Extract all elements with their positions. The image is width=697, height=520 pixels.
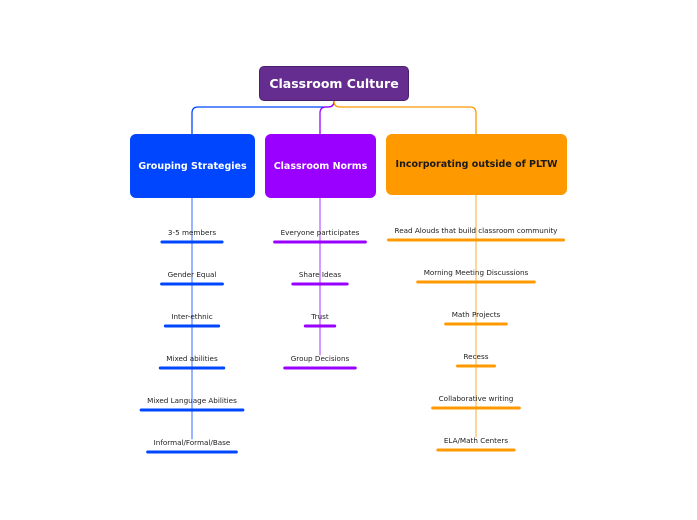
branch-classroom-norms[interactable]: Classroom Norms <box>265 134 376 198</box>
branch-label: Incorporating outside of PLTW <box>395 159 558 170</box>
leaf-topic[interactable]: Inter-ethnic <box>171 312 213 321</box>
root-branch-connector <box>319 100 335 135</box>
leaf-topic[interactable]: Mixed Language Abilities <box>147 396 237 405</box>
root-branch-connector <box>191 100 335 135</box>
leaf-topic[interactable]: Trust <box>311 312 329 321</box>
branch-grouping-strategies[interactable]: Grouping Strategies <box>130 134 255 198</box>
branch-incorporating-outside-of-pltw[interactable]: Incorporating outside of PLTW <box>386 134 567 195</box>
leaf-underlines <box>139 238 565 454</box>
root-topic-label: Classroom Culture <box>269 76 399 91</box>
leaf-topic[interactable]: Math Projects <box>451 310 501 319</box>
leaf-topic[interactable]: Group Decisions <box>290 354 350 363</box>
leaf-topic[interactable]: Everyone participates <box>280 228 360 237</box>
root-branch-connector <box>333 100 477 135</box>
branch-label: Classroom Norms <box>273 160 368 172</box>
leaf-topic[interactable]: Collaborative writing <box>438 394 514 403</box>
leaf-topic[interactable]: Informal/Formal/Base <box>153 438 231 447</box>
leaf-topic[interactable]: Share Ideas <box>298 270 342 279</box>
leaf-topic[interactable]: 3-5 members <box>167 228 217 237</box>
leaf-topic[interactable]: Read Alouds that build classroom communi… <box>394 226 558 235</box>
leaf-topic[interactable]: Morning Meeting Discussions <box>423 268 529 277</box>
leaf-topic[interactable]: Recess <box>463 352 489 361</box>
leaf-topic[interactable]: Gender Equal <box>167 270 217 279</box>
leaf-topic[interactable]: Mixed abilities <box>166 354 218 363</box>
branch-label: Grouping Strategies <box>138 160 247 172</box>
leaf-topic[interactable]: ELA/Math Centers <box>443 436 509 445</box>
root-topic-classroom-culture[interactable]: Classroom Culture <box>259 66 409 101</box>
connector-lines <box>191 100 477 440</box>
